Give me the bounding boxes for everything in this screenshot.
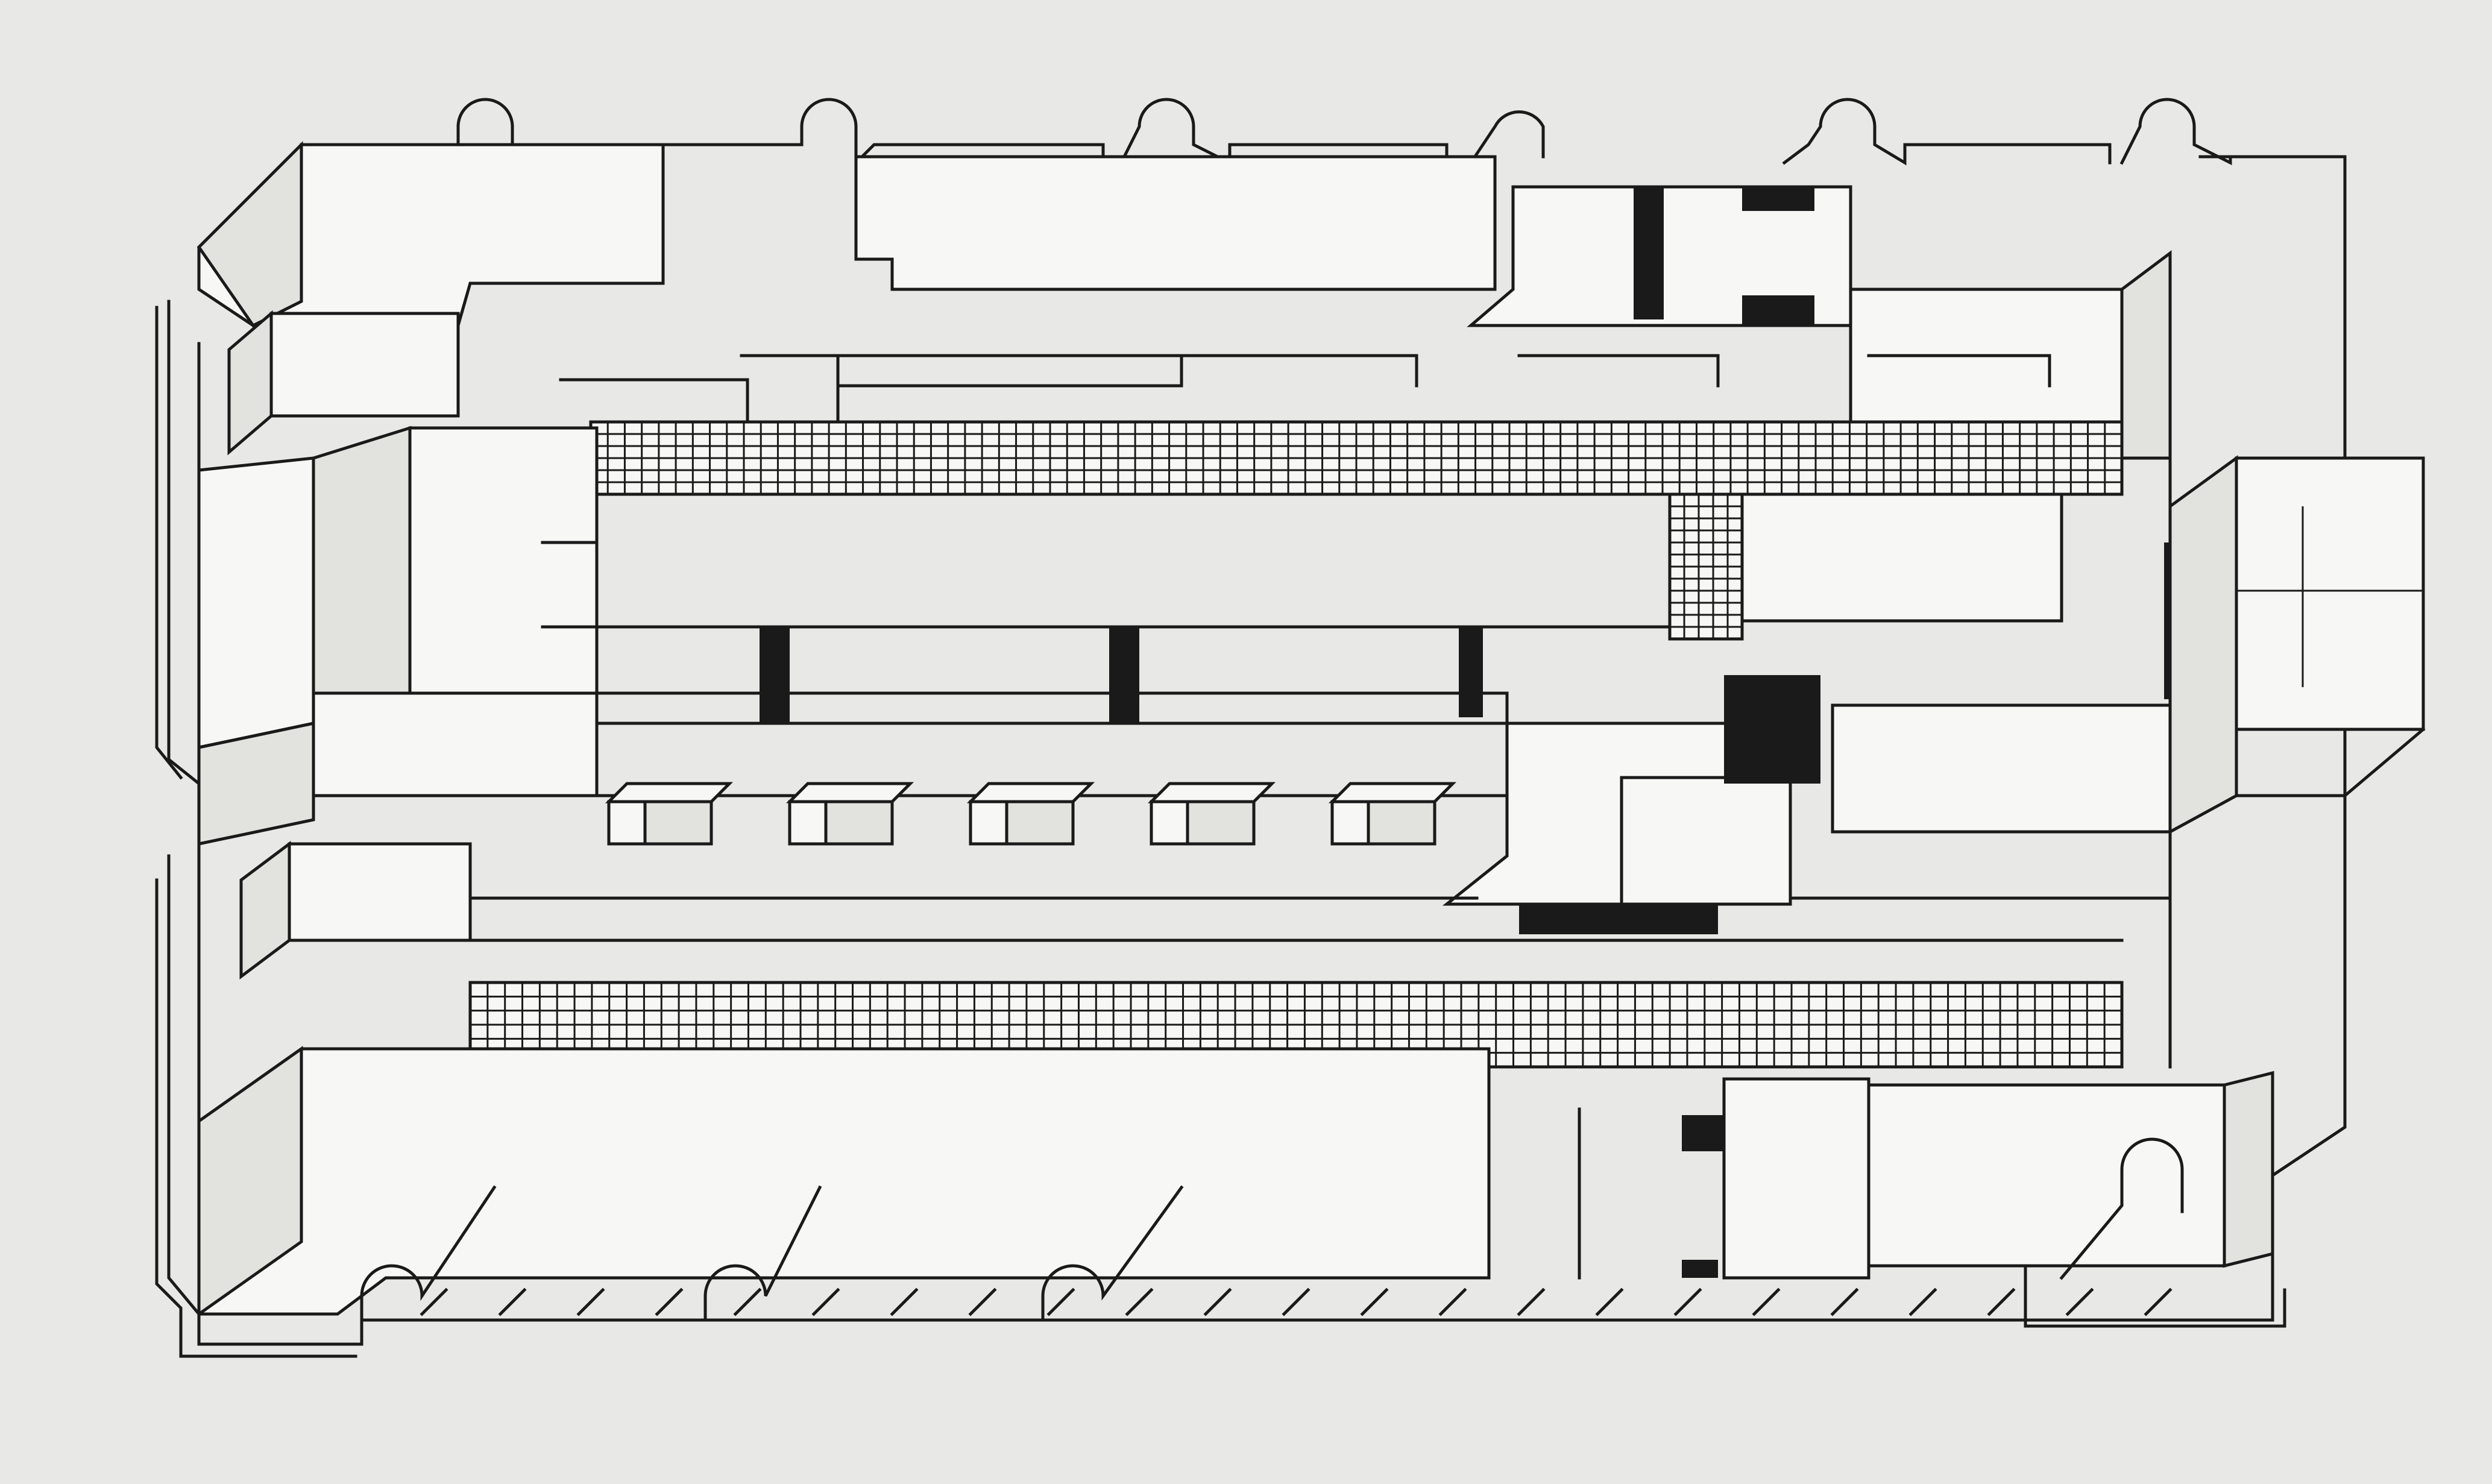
west-wing	[197, 426, 599, 979]
parking-stall-line	[1360, 1287, 1389, 1316]
parking-stall-line	[1125, 1287, 1154, 1316]
south-loading-bays	[360, 1137, 2184, 1322]
parking-stalls	[420, 1287, 2173, 1316]
cubicle-block	[785, 782, 914, 803]
parking-stall-line	[576, 1287, 605, 1316]
cubicle-block	[607, 800, 647, 846]
cubicle-block	[605, 782, 734, 803]
middle-bay	[541, 492, 2172, 906]
cubicle-block	[1150, 800, 1189, 846]
parking-stall-line	[968, 1287, 997, 1316]
parking-stall-line	[1282, 1287, 1311, 1316]
cubicle-block	[1005, 800, 1075, 846]
upper-corridor-grid	[589, 420, 2124, 496]
parking-stall-line	[2065, 1287, 2094, 1316]
cubicle-block	[969, 800, 1008, 846]
lower-office-row	[468, 896, 2172, 942]
cubicle-block	[966, 782, 1095, 803]
north-wing	[197, 140, 2172, 1069]
east-annex	[2168, 455, 2426, 835]
cubicle-block	[1330, 800, 1370, 846]
parking-stall-line	[1203, 1287, 1232, 1316]
parking-stall-line	[1908, 1287, 1937, 1316]
parking-stall-line	[655, 1287, 684, 1316]
south-wing	[197, 1046, 2274, 1317]
cubicle-block	[1147, 782, 1276, 803]
cubicle-block	[1328, 782, 1457, 803]
parking-stall-line	[1517, 1287, 1546, 1316]
cubicle-block	[788, 800, 828, 846]
parking-stall-line	[498, 1287, 527, 1316]
parking-stall-line	[420, 1287, 448, 1316]
parking-stall-line	[1673, 1287, 1702, 1316]
upper-office-row	[559, 354, 2051, 424]
parking-stall-line	[811, 1287, 840, 1316]
cross-corridor-grid	[1668, 492, 1744, 641]
parking-stall-line	[1438, 1287, 1467, 1316]
parking-stall-line	[1046, 1287, 1075, 1316]
parking-stall-line	[1752, 1287, 1781, 1316]
parking-stall-line	[890, 1287, 919, 1316]
parking-stall-line	[1595, 1287, 1624, 1316]
cubicle-block	[1186, 800, 1256, 846]
cubicle-block	[824, 800, 894, 846]
cubicle-block	[1367, 800, 1436, 846]
middle-cubicle-blocks	[605, 782, 1457, 846]
parking-stall-line	[1830, 1287, 1859, 1316]
cubicle-block	[643, 800, 713, 846]
parking-stall-line	[2144, 1287, 2173, 1316]
parking-stall-line	[1987, 1287, 2016, 1316]
parking-stall-line	[733, 1287, 762, 1316]
